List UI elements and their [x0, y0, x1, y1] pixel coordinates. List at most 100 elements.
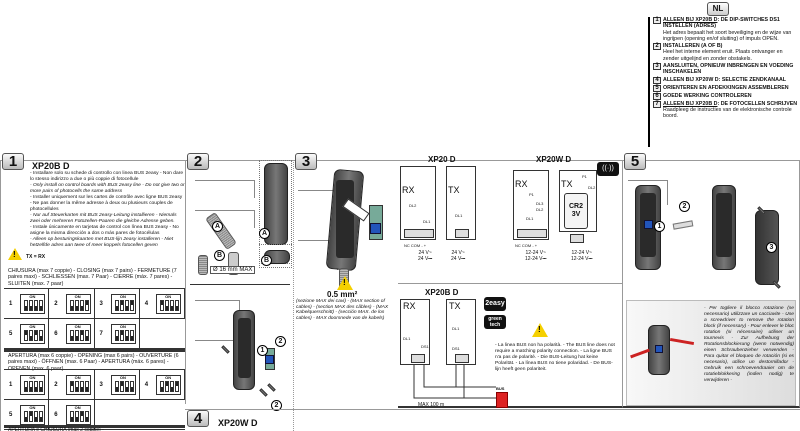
- step2-number: 2: [187, 153, 209, 170]
- empty-cell: [139, 400, 185, 430]
- summary-item-text: AANSLUITEN, OPNIEUW INBRENGEN EN VOEDING…: [663, 63, 800, 76]
- summary-item-body: Het adres bepaalt het soort beveiliging …: [663, 29, 792, 42]
- warning-icon: [337, 276, 353, 290]
- language-badge: NL: [707, 2, 729, 16]
- dip-switch-lever: [29, 410, 34, 422]
- rx-voltage: 12-24 V~ 12-24 V⎓: [525, 250, 547, 262]
- dip-switch-lever: [170, 299, 175, 311]
- dip-switch-lever: [74, 380, 79, 392]
- installation-note: - Instale únicamente en tarjetas de cont…: [30, 225, 179, 236]
- max-length: MAX 100 m: [418, 402, 445, 408]
- dip-setting-number: 5: [9, 411, 13, 418]
- installation-note: - Nur auf Steuerkarten mit BUS 2easy-Lei…: [30, 213, 177, 224]
- summary-item-heading-underlined: ALLEEN BIJ XP20B D: [663, 17, 718, 23]
- summary-item-number: 5: [653, 84, 661, 92]
- mounting-option-b: [259, 244, 292, 268]
- dip-switch-lever: [84, 380, 89, 392]
- summary-item-heading-underlined: ALLEEN BIJ XP20B D: [663, 100, 718, 107]
- callout-2: 2: [271, 400, 282, 411]
- dip-switch-lever: [74, 329, 79, 341]
- dip-switch-lever: [39, 299, 44, 311]
- empty-cell: [94, 400, 140, 430]
- dip-setting-number: 3: [99, 381, 103, 388]
- tx-label: TX: [448, 185, 460, 195]
- dip-on-label: ON: [119, 293, 126, 299]
- radio-logo-icon: ((·)): [597, 162, 619, 176]
- summary-item-heading: : DE DIP-SWITCHES DS1 INSTELLEN (ADRES): [663, 17, 780, 30]
- dip-switch-lever: [24, 329, 29, 341]
- summary-item-number: 7: [653, 100, 661, 108]
- dip-on-label: ON: [74, 404, 81, 410]
- dip-setting-number: 1: [9, 381, 13, 388]
- dip-switch-icon: ON: [20, 404, 46, 425]
- wall-brick: [628, 180, 668, 205]
- terminal-block: [517, 229, 547, 238]
- dip-switch-lever: [29, 329, 34, 341]
- dip-switch-lever: [39, 410, 44, 422]
- dip-on-label: ON: [165, 374, 172, 380]
- divider: [185, 409, 800, 410]
- rotation-block-note: - Per togliere il blocco rotazione (se n…: [704, 306, 794, 383]
- step1-notes: - Installare solo su schede di controllo…: [30, 171, 185, 249]
- step4-title: XP20W D: [218, 418, 258, 428]
- dl1-label: DL1: [526, 216, 534, 221]
- dip-switch-lever: [124, 380, 129, 392]
- summary-item-number: 1: [653, 17, 661, 24]
- rotation-block: [655, 345, 663, 353]
- bus-connector: [496, 392, 508, 408]
- dip-setting: 5 ON: [4, 400, 50, 430]
- summary-item-number: 4: [653, 76, 661, 84]
- summary-item-heading: ALLEEN BIJ XP20W D: SELECTIE ZENDKANAAL: [663, 76, 787, 83]
- dl1-label: DL1: [423, 219, 431, 224]
- dip-switch-icon: ON: [20, 293, 46, 314]
- summary-item-text: INSTALLEREN (A of B)Heel het interne ele…: [663, 43, 800, 62]
- dip-switch-lever: [175, 299, 180, 311]
- opening-label: APERTURA (max 6 coppie) - OPENING (max 6…: [8, 353, 179, 372]
- dip-on-label: ON: [29, 374, 36, 380]
- dip-switch-lever: [129, 299, 134, 311]
- p1-label: P1: [529, 192, 534, 197]
- dip-setting-number: 1: [9, 300, 13, 307]
- summary-item-heading: ORIENTEREN EN AFDEKKINGEN ASSEMBLEREN: [663, 84, 789, 91]
- dip-switch-lever: [29, 299, 34, 311]
- rx-label: RX: [403, 301, 416, 311]
- dip-switch-icon: ON: [65, 293, 91, 314]
- tx-voltage: 24 V~ 24 V⎓: [451, 250, 466, 262]
- dl1-label: DL1: [452, 326, 460, 331]
- xp20wd-rx-board: RX P1 DL3 DL2 DL1: [513, 170, 549, 240]
- bus-wire: [423, 365, 496, 388]
- step1-number: 1: [2, 153, 24, 170]
- dip-switch-lever: [175, 380, 180, 392]
- dip-switch-lever: [124, 329, 129, 341]
- photocell-interior: [336, 180, 354, 258]
- dip-switch-lever: [79, 299, 84, 311]
- bus-polarity-note: - La linea BUS non ha polarità. - The BU…: [495, 343, 615, 372]
- summary-item-heading: INSTALLEREN (A of B): [663, 43, 723, 50]
- divider: [4, 349, 185, 352]
- dl1-label: DL1: [455, 213, 463, 218]
- dip-setting-number: 4: [144, 300, 149, 307]
- callout-a: A: [212, 221, 223, 232]
- max-cable-section: 0.5 mm²: [327, 290, 358, 299]
- dip-switch-lever: [79, 329, 84, 341]
- ds1-label: DS1: [452, 346, 460, 351]
- dip-switch-icon: ON: [156, 293, 182, 314]
- dip-switch-icon: ON: [110, 293, 136, 314]
- terminal-labels: NC COM - +: [515, 243, 538, 248]
- dip-switch-icon: ON: [110, 323, 136, 344]
- step5-number: 5: [624, 153, 646, 170]
- installation-note: - Only install on control boards with BU…: [30, 183, 185, 194]
- tx-label: TX: [449, 301, 461, 311]
- dip-switch-lever: [84, 410, 89, 422]
- dip-switch-lever: [165, 380, 170, 392]
- dip-switch-lever: [129, 329, 134, 341]
- xp20d-title: XP20 D: [428, 155, 456, 164]
- step2-panel: [185, 160, 293, 404]
- circuit-board-connector: [265, 355, 274, 364]
